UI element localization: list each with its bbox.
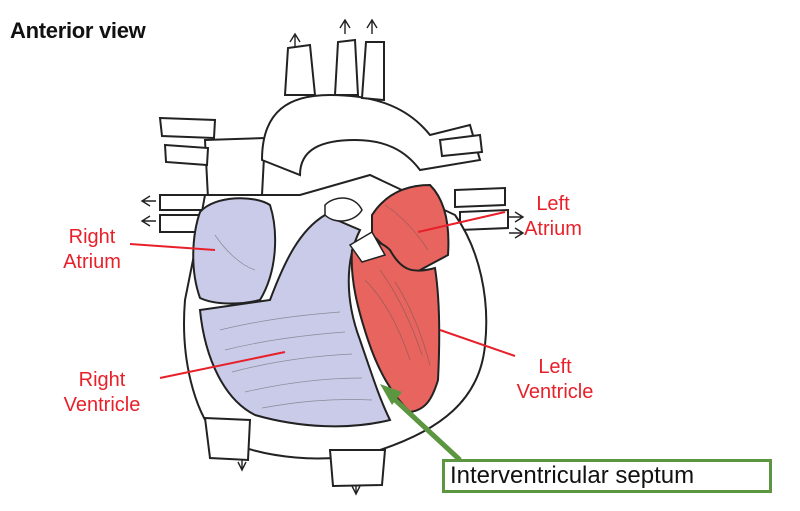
label-left-ventricle-line1: Left (538, 356, 572, 378)
label-pointers (129, 211, 516, 379)
septum-label: Interventricular septum (442, 459, 772, 493)
vessel-arrows (140, 18, 525, 496)
label-left-atrium: Left Atrium (508, 192, 598, 242)
mitral-valve-shape (348, 230, 387, 263)
label-right-atrium: Right Atrium (52, 225, 132, 275)
label-right-ventricle-line1: Right (78, 369, 126, 391)
right-atrium-shape (192, 197, 277, 305)
diagram-title: Anterior view (10, 18, 146, 43)
label-left-atrium-line1: Left (536, 193, 570, 215)
right-ventricle-shape (198, 213, 392, 428)
label-left-ventricle-line2: Ventricle (516, 381, 594, 403)
label-left-atrium-line2: Atrium (524, 218, 582, 240)
aortic-valve-shape (324, 197, 363, 222)
muscle-texture (214, 204, 431, 409)
label-right-atrium-line1: Right (68, 226, 116, 248)
left-ventricle-shape (350, 240, 441, 414)
septum-arrow (380, 384, 462, 462)
label-right-ventricle: Right Ventricle (52, 368, 152, 418)
label-right-ventricle-line2: Ventricle (63, 394, 141, 416)
label-right-atrium-line2: Atrium (63, 251, 121, 273)
label-left-ventricle: Left Ventricle (500, 355, 610, 405)
